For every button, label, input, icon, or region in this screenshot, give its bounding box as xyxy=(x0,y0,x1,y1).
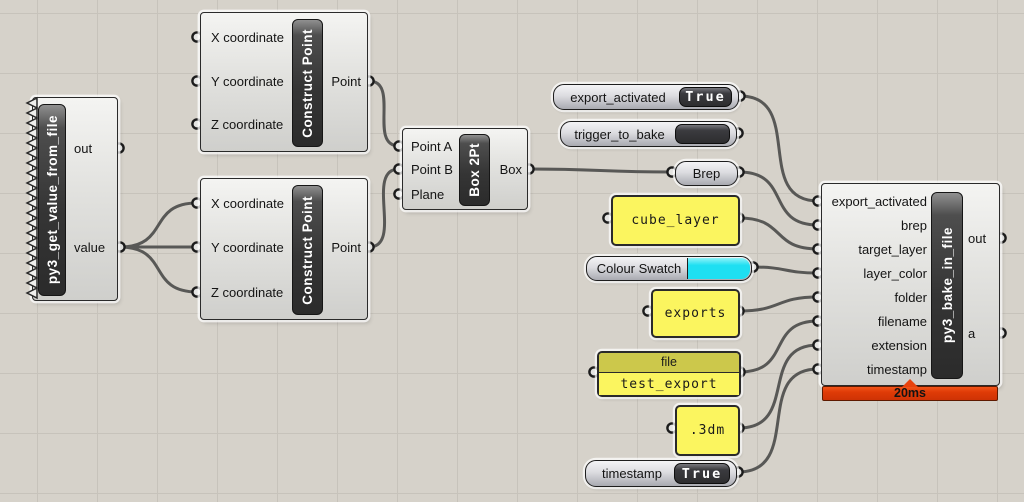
wire[interactable] xyxy=(739,319,819,374)
input-label-export-activated: export_activated xyxy=(831,194,927,209)
output-label-point: Point xyxy=(331,74,361,89)
input-label-plane: Plane xyxy=(411,187,445,202)
toggle-label: timestamp xyxy=(602,466,662,481)
toggle-value: True xyxy=(685,89,726,105)
runtime-value: 20ms xyxy=(894,386,926,400)
component-title-bar[interactable]: Construct Point xyxy=(292,19,323,147)
button-label: trigger_to_bake xyxy=(574,126,665,142)
component-title-bar[interactable]: Construct Point xyxy=(292,185,323,315)
toggle-label: export_activated xyxy=(570,89,666,105)
wire[interactable] xyxy=(738,170,819,227)
wire[interactable] xyxy=(738,343,819,430)
panel-cube-layer[interactable]: cube_layer xyxy=(611,195,740,246)
component-title-bar[interactable]: py3_get_value_from_file xyxy=(38,104,66,296)
component-py3-get-value-from-file[interactable]: py3_get_value_from_file out value xyxy=(25,96,118,301)
component-title: Construct Point xyxy=(300,28,315,138)
wire[interactable] xyxy=(368,167,400,249)
wire[interactable] xyxy=(119,245,198,294)
panel-file-test-export[interactable]: file test_export xyxy=(597,351,741,397)
colour-swatch-color[interactable] xyxy=(687,258,750,279)
output-label-box: Box xyxy=(499,162,522,177)
component-box-2pt[interactable]: Point A Point B Plane Box 2Pt Box xyxy=(402,128,528,210)
output-label-value: value xyxy=(74,240,106,255)
wire[interactable] xyxy=(368,79,400,148)
wire[interactable] xyxy=(737,367,819,474)
wire[interactable] xyxy=(738,216,819,251)
input-label-brep: brep xyxy=(900,218,927,233)
button-press-area[interactable] xyxy=(675,124,730,144)
output-label-a: a xyxy=(968,326,976,341)
output-label-out: out xyxy=(968,231,987,246)
input-label-x-coordinate: X coordinate xyxy=(211,30,284,45)
panel-text: exports xyxy=(664,306,727,321)
component-construct-point-bottom[interactable]: X coordinate Y coordinate Z coordinate C… xyxy=(200,178,368,320)
component-title: py3_bake_in_file xyxy=(939,227,955,344)
input-label-z-coordinate: Z coordinate xyxy=(211,117,284,132)
component-title: py3_get_value_from_file xyxy=(44,115,60,285)
wire[interactable] xyxy=(752,265,819,275)
component-construct-point-top[interactable]: X coordinate Y coordinate Z coordinate C… xyxy=(200,12,368,152)
colour-swatch-label: Colour Swatch xyxy=(596,261,682,276)
toggle-value-box[interactable]: True xyxy=(679,87,732,107)
param-label: Brep xyxy=(692,166,721,181)
input-label-filename: filename xyxy=(877,314,927,329)
output-label-point: Point xyxy=(331,240,361,255)
runtime-profiler-bar: 20ms xyxy=(822,379,998,401)
wire[interactable] xyxy=(528,167,673,174)
zigzag-edge-icon xyxy=(25,96,38,300)
component-title: Box 2Pt xyxy=(467,143,482,197)
button-trigger-to-bake[interactable]: trigger_to_bake xyxy=(560,121,737,147)
panel-exports[interactable]: exports xyxy=(651,289,740,338)
runtime-notch-icon xyxy=(902,379,918,387)
colour-swatch[interactable]: Colour Swatch xyxy=(586,256,752,281)
wire[interactable] xyxy=(738,295,819,313)
panel-text: .3dm xyxy=(689,423,726,438)
input-label-extension: extension xyxy=(871,338,927,353)
panel-header[interactable]: file xyxy=(599,353,739,373)
input-label-target-layer: target_layer xyxy=(858,242,927,257)
input-label-z-coordinate: Z coordinate xyxy=(211,285,284,300)
input-label-layer-color: layer_color xyxy=(863,266,927,281)
component-title-bar[interactable]: py3_bake_in_file xyxy=(931,192,963,379)
panel-body[interactable]: test_export xyxy=(599,373,739,395)
input-label-x-coordinate: X coordinate xyxy=(211,196,284,211)
input-label-y-coordinate: Y coordinate xyxy=(211,74,284,89)
component-py3-bake-in-file[interactable]: export_activated brep target_layer layer… xyxy=(821,183,1000,386)
toggle-value: True xyxy=(681,465,723,482)
toggle-timestamp[interactable]: timestamp True xyxy=(585,460,737,487)
component-title: Construct Point xyxy=(300,195,315,305)
input-label-point-a: Point A xyxy=(411,139,453,154)
input-label-timestamp: timestamp xyxy=(867,362,927,377)
param-brep[interactable]: Brep xyxy=(675,161,738,186)
input-label-y-coordinate: Y coordinate xyxy=(211,240,284,255)
component-title-bar[interactable]: Box 2Pt xyxy=(459,134,490,206)
input-label-point-b: Point B xyxy=(411,162,453,177)
wire[interactable] xyxy=(119,201,198,249)
toggle-export-activated[interactable]: export_activated True xyxy=(553,84,739,110)
panel-text: test_export xyxy=(620,376,718,392)
toggle-value-box[interactable]: True xyxy=(674,463,730,484)
input-label-folder: folder xyxy=(894,290,927,305)
panel-text: cube_layer xyxy=(631,213,720,228)
wire[interactable] xyxy=(739,94,819,203)
panel-extension[interactable]: .3dm xyxy=(675,405,740,456)
output-label-out: out xyxy=(74,141,93,156)
